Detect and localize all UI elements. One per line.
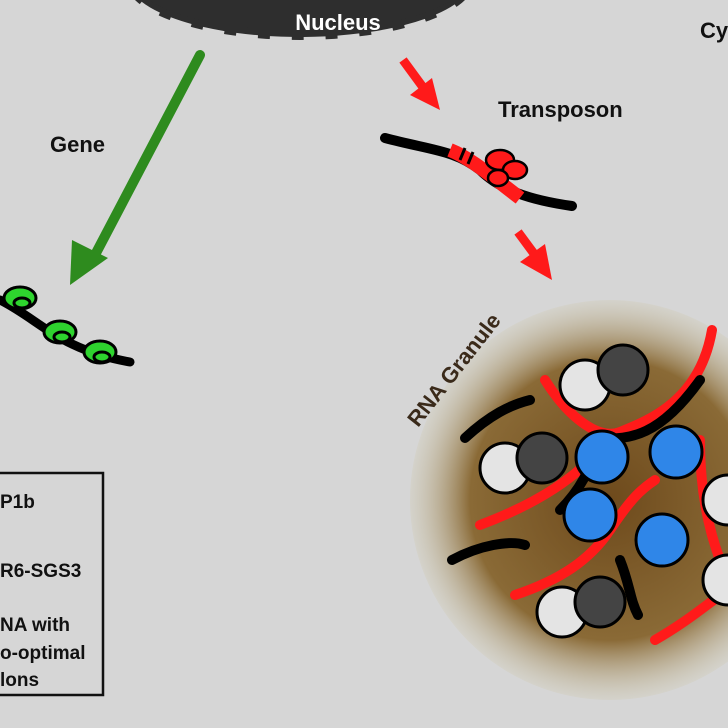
legend: P1b R6-SGS3 NA with o-optimal lons	[0, 471, 105, 697]
transposon-label: Transposon	[498, 97, 623, 122]
legend-item: NA with	[0, 615, 70, 636]
transposon-arrow-2	[514, 229, 552, 280]
protein-complexes	[478, 343, 728, 639]
rna-granule: RNA Granule	[402, 300, 728, 700]
nucleus: Nucleus	[130, 0, 470, 43]
gene-label: Gene	[50, 132, 105, 157]
legend-item: o-optimal	[0, 643, 86, 664]
legend-item: R6-SGS3	[0, 561, 81, 582]
ribosome-icons	[2, 285, 118, 365]
gene-mrna	[0, 285, 135, 367]
legend-item: lons	[0, 670, 39, 691]
gene-arrow	[70, 50, 205, 285]
nucleus-label: Nucleus	[295, 10, 381, 35]
transposon-arrow-1	[399, 57, 440, 110]
blue-proteins	[562, 424, 704, 568]
transposon-mrna	[380, 133, 577, 211]
legend-item: P1b	[0, 492, 35, 513]
cytoplasm-label: Cy	[700, 18, 728, 43]
